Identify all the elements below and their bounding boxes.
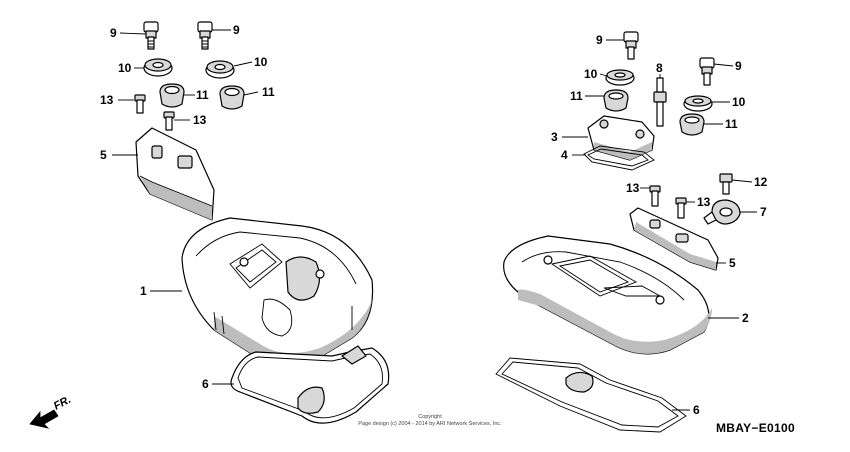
right-bolt-b[interactable]: [699, 57, 715, 86]
callout-right-bolt-b: 9: [735, 59, 742, 73]
right-screw-a[interactable]: [649, 185, 661, 207]
callout-right-breather-gasket: 4: [561, 148, 568, 162]
callout-right-screw-b: 13: [697, 195, 711, 209]
callout-right-cover-plate: 5: [729, 256, 736, 270]
callout-left-gasket: 6: [202, 377, 209, 391]
left-gasket[interactable]: [230, 345, 390, 424]
callout-right-clamp: 7: [760, 205, 767, 219]
right-grommet-b[interactable]: [679, 113, 705, 136]
leader-lines: [112, 29, 757, 411]
left-cover-plate[interactable]: [135, 127, 215, 221]
left-screw-b[interactable]: [163, 111, 175, 131]
callout-left-screw-b: 13: [193, 113, 207, 127]
callout-right-breather-cover: 3: [551, 130, 558, 144]
right-gasket[interactable]: [495, 357, 687, 433]
right-head-cover[interactable]: [503, 235, 712, 355]
right-grommet-a[interactable]: [603, 89, 629, 112]
right-clamp-bolt[interactable]: [719, 173, 733, 195]
callout-left-head-cover: 1: [140, 284, 147, 298]
copyright-notice: Copyright Page design (c) 2004 - 2014 by…: [320, 414, 540, 428]
right-breather-gasket[interactable]: [583, 145, 655, 171]
callout-right-grommet-b: 11: [725, 117, 738, 131]
right-screw-b[interactable]: [675, 197, 687, 219]
callout-left-bolt-a: 9: [110, 26, 117, 40]
callout-right-gasket: 6: [693, 403, 700, 417]
callout-right-washer-b: 10: [732, 95, 746, 109]
left-head-cover[interactable]: [181, 217, 374, 367]
right-washer-a[interactable]: [605, 69, 635, 86]
callout-left-cover-plate: 5: [100, 148, 107, 162]
left-bolt-b[interactable]: [197, 21, 213, 50]
callout-left-grommet-b: 11: [262, 85, 275, 99]
callout-right-stud: 8: [656, 61, 663, 75]
callout-left-screw-a: 13: [100, 93, 114, 107]
left-washer-b[interactable]: [205, 60, 235, 79]
left-washer-a[interactable]: [143, 58, 173, 77]
callout-right-washer-a: 10: [584, 67, 598, 81]
left-screw-a[interactable]: [134, 94, 146, 114]
right-breather-cover[interactable]: [587, 115, 655, 161]
left-bolt-a[interactable]: [143, 21, 159, 50]
callout-left-bolt-b: 9: [233, 23, 240, 37]
callout-right-head-cover: 2: [742, 311, 749, 325]
right-stud[interactable]: [653, 77, 667, 127]
right-clamp[interactable]: [703, 199, 741, 225]
callout-right-bolt-a: 9: [596, 33, 603, 47]
left-grommet-b[interactable]: [219, 85, 245, 110]
front-direction-label: FR.: [52, 394, 73, 413]
callout-left-washer-b: 10: [254, 55, 268, 69]
callout-right-grommet-a: 11: [570, 89, 583, 103]
copyright-line-1: Copyright: [418, 414, 442, 420]
front-direction-arrow-icon: [29, 409, 59, 429]
left-grommet-a[interactable]: [159, 83, 185, 108]
right-washer-b[interactable]: [683, 95, 713, 112]
callout-left-grommet-a: 11: [196, 88, 209, 102]
callout-right-screw-a: 13: [626, 181, 640, 195]
diagram-code: MBAY−E0100: [716, 421, 795, 435]
callout-right-clamp-bolt: 12: [754, 175, 768, 189]
right-bolt-a[interactable]: [623, 31, 639, 60]
copyright-line-2: Page design (c) 2004 - 2014 by ARI Netwo…: [358, 421, 502, 427]
right-cover-plate[interactable]: [629, 207, 719, 271]
callout-left-washer-a: 10: [118, 61, 132, 75]
